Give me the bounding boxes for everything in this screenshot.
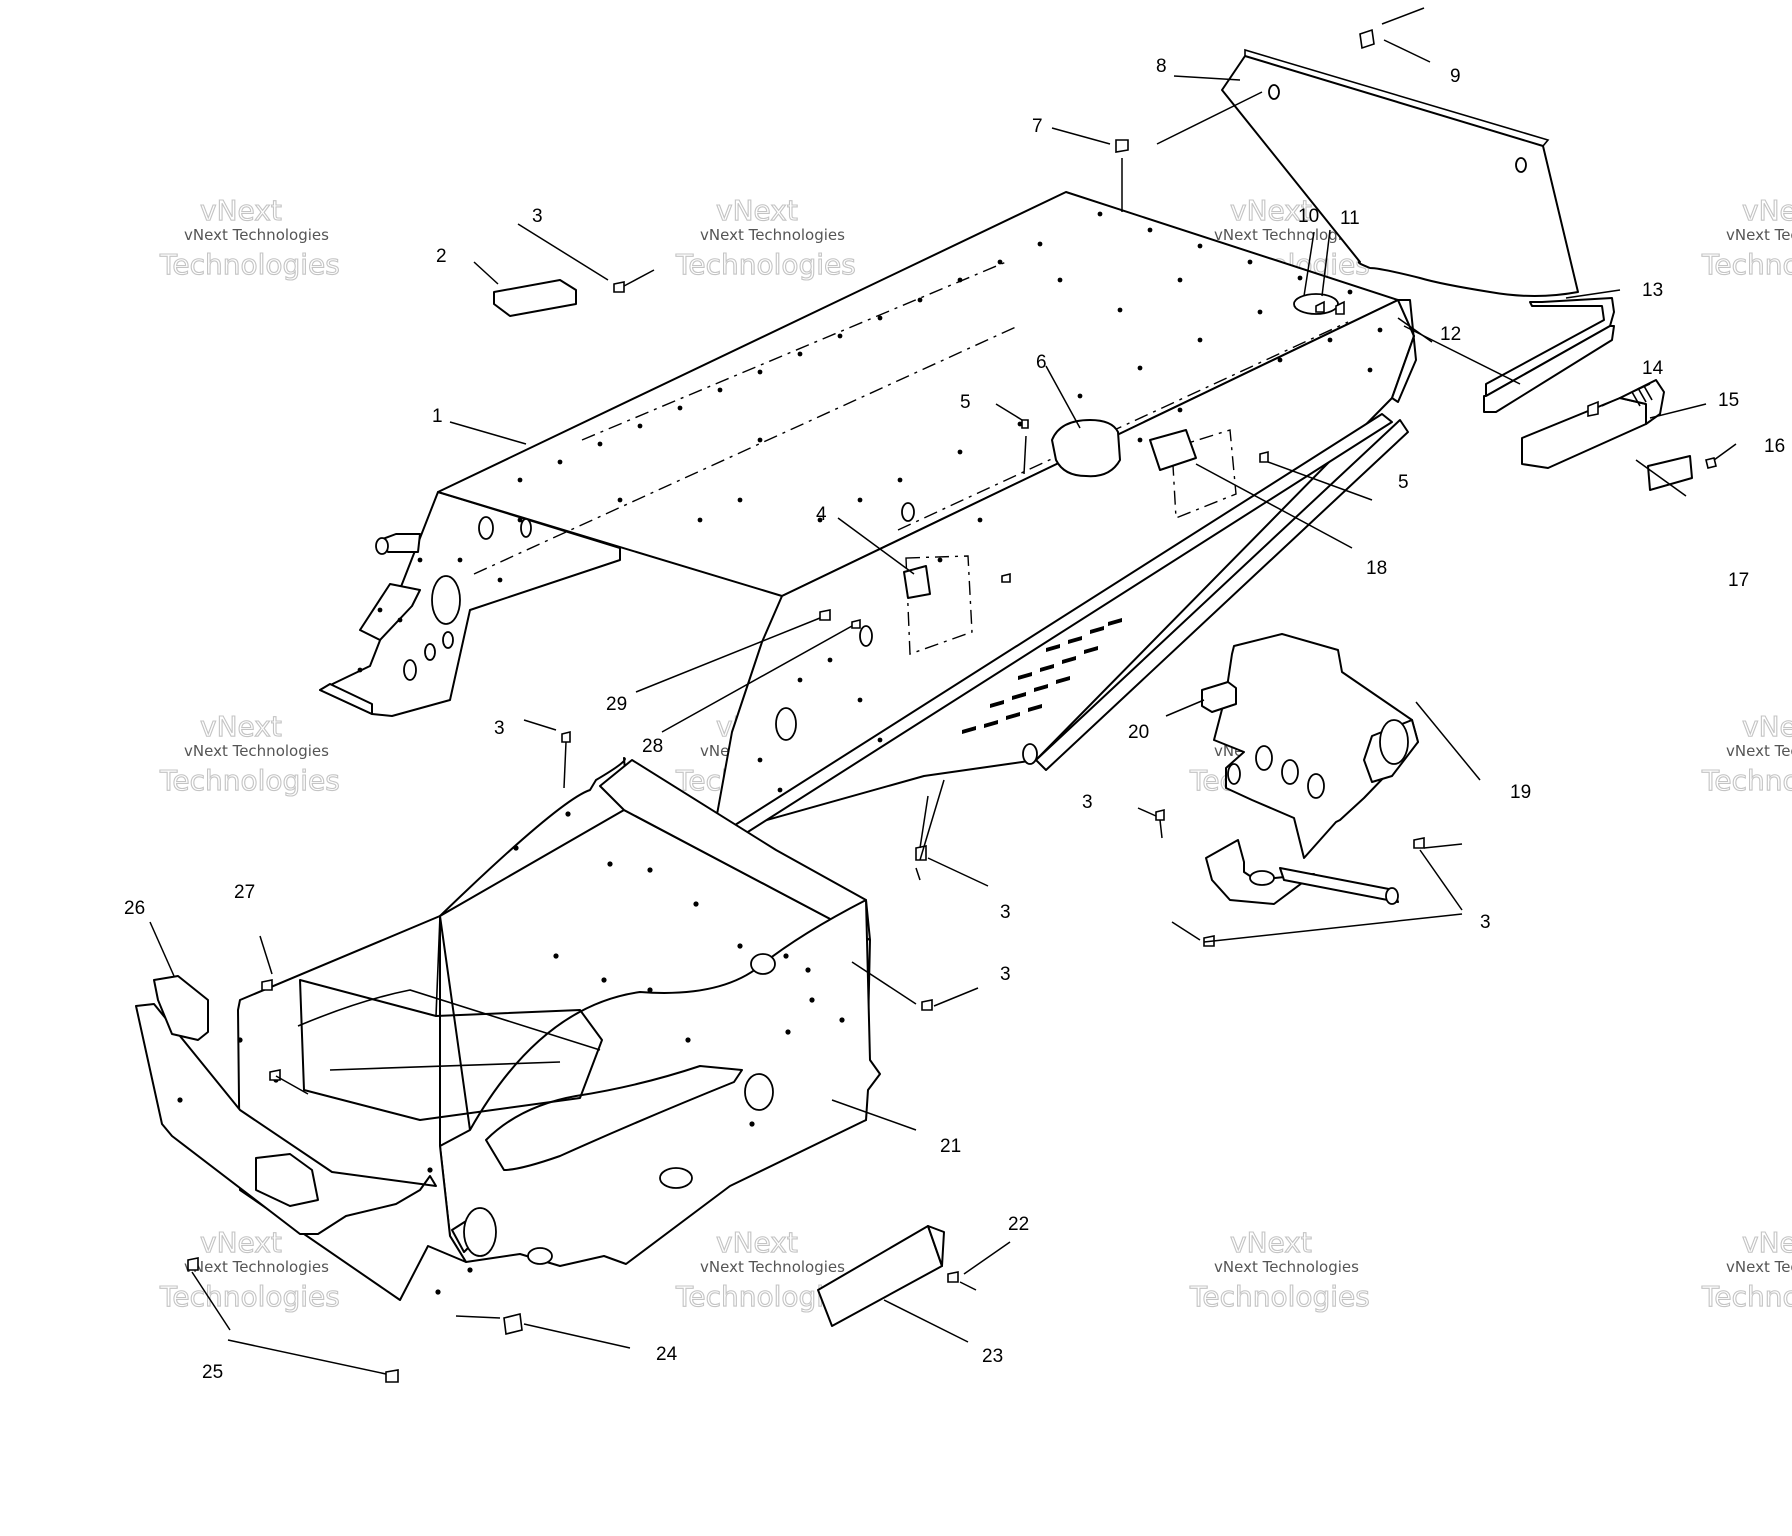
part-19-bumper	[1213, 633, 1419, 859]
callout-3: 3	[1480, 912, 1491, 933]
callout-13: 13	[1642, 280, 1663, 301]
fasteners	[187, 28, 1717, 1383]
part-8-rear-flap	[1221, 48, 1579, 297]
part-17-pad	[1647, 455, 1693, 491]
watermark-line-2: vNext Technologies	[1726, 742, 1792, 760]
deck-holes	[517, 211, 1353, 523]
side-holes	[357, 327, 1383, 793]
watermark: vNext vNext Technologies Technologies	[158, 1225, 340, 1313]
watermark: vNext vNext Technologies Technologies	[1700, 1225, 1792, 1313]
part-6-patch	[1051, 419, 1121, 478]
part-15-block	[1521, 379, 1665, 469]
watermark-line-3: Technologies	[159, 248, 340, 281]
watermark-line-2: vNext Technologies	[1726, 1258, 1792, 1276]
callout-27: 27	[234, 882, 255, 903]
watermark-line-3: Technologies	[159, 764, 340, 797]
callout-3: 3	[1000, 902, 1011, 923]
vent-slots	[962, 618, 1122, 734]
part-26-gusset	[153, 975, 209, 1041]
callout-20: 20	[1128, 722, 1149, 743]
watermark: vNext vNext Technologies Technologies	[158, 193, 340, 281]
watermark-line-1: vNext	[200, 194, 282, 227]
callout-15: 15	[1718, 390, 1739, 411]
callout-8: 8	[1156, 56, 1167, 77]
callout-10: 10	[1298, 206, 1319, 227]
watermark-line-2: vNext Technologies	[700, 226, 845, 244]
callout-11: 11	[1340, 208, 1360, 229]
callout-6: 6	[1036, 352, 1047, 373]
callout-18: 18	[1366, 558, 1387, 579]
watermark-line-1: vNext	[1742, 1226, 1792, 1259]
watermark-line-3: Technologies	[1701, 1280, 1792, 1313]
bracket-lower	[1205, 839, 1399, 905]
callout-19: 19	[1510, 782, 1531, 803]
callout-17: 17	[1728, 570, 1749, 591]
watermark-line-2: vNext Technologies	[1214, 1258, 1359, 1276]
callout-5: 5	[1398, 472, 1409, 493]
callout-4: 4	[816, 504, 827, 525]
callout-16: 16	[1764, 436, 1785, 457]
callout-25: 25	[202, 1362, 223, 1383]
watermark-line-1: vNext	[1742, 194, 1792, 227]
watermark-layer: vNext vNext Technologies Technologies vN…	[158, 193, 1792, 1313]
watermark-line-2: vNext Technologies	[184, 226, 329, 244]
part-20-bumper-block	[1201, 681, 1237, 713]
watermark: vNext vNext Technologies Technologies	[1700, 193, 1792, 281]
watermark-line-2: vNext Technologies	[184, 1258, 329, 1276]
part-13-rail	[1483, 297, 1615, 413]
callout-12: 12	[1440, 324, 1461, 345]
callout-labels: 1 2 3 3 3 3 3 3 4 5 5 6 7 8 9 10 11 12 1…	[124, 56, 1785, 1383]
callout-3: 3	[532, 206, 543, 227]
callout-1: 1	[432, 406, 443, 427]
callout-3: 3	[1082, 792, 1093, 813]
watermark-line-1: vNext	[1230, 194, 1312, 227]
part-10-patch	[1293, 293, 1339, 315]
watermark-line-2: vNext Technologies	[1214, 226, 1359, 244]
leader-lines	[149, 7, 1737, 1375]
callout-23: 23	[982, 1346, 1003, 1367]
watermark-line-1: vNext	[200, 710, 282, 743]
callout-9: 9	[1450, 66, 1461, 87]
callout-28: 28	[642, 736, 663, 757]
callout-21: 21	[940, 1136, 961, 1157]
watermark-line-2: vNext Technologies	[700, 1258, 845, 1276]
watermark-line-1: vNext	[716, 1226, 798, 1259]
watermark: vNext vNext Technologies Technologies	[674, 193, 856, 281]
part-23-plate	[817, 1225, 945, 1327]
watermark-line-2: vNext Technologies	[1726, 226, 1792, 244]
part-4-bracket	[903, 565, 931, 599]
callout-7: 7	[1032, 116, 1043, 137]
callout-24: 24	[656, 1344, 678, 1365]
callout-22: 22	[1008, 1214, 1029, 1235]
watermark-line-3: Technologies	[1701, 764, 1792, 797]
watermark-line-3: Technologies	[1701, 248, 1792, 281]
part-21-chassis	[135, 757, 881, 1301]
callout-2: 2	[436, 246, 447, 267]
part-2-plate	[493, 279, 577, 317]
watermark-line-1: vNext	[1230, 1226, 1312, 1259]
callout-14: 14	[1642, 358, 1664, 379]
part-1-tunnel	[319, 191, 1417, 845]
watermark-line-2: vNext Technologies	[184, 742, 329, 760]
callout-5: 5	[960, 392, 971, 413]
watermark-line-3: Technologies	[159, 1280, 340, 1313]
callout-29: 29	[606, 694, 627, 715]
callout-3: 3	[1000, 964, 1011, 985]
callout-26: 26	[124, 898, 145, 919]
part-18-bracket	[1149, 429, 1197, 471]
watermark-line-1: vNext	[200, 1226, 282, 1259]
watermark-line-3: Technologies	[675, 248, 856, 281]
watermark-line-1: vNext	[716, 194, 798, 227]
watermark: vNext vNext Technologies Technologies	[1700, 709, 1792, 797]
watermark: vNext vNext Technologies Technologies	[158, 709, 340, 797]
watermark-line-3: Technologies	[1189, 1280, 1370, 1313]
watermark-line-1: vNext	[1742, 710, 1792, 743]
callout-3: 3	[494, 718, 505, 739]
watermark: vNext vNext Technologies Technologies	[1188, 1225, 1370, 1313]
